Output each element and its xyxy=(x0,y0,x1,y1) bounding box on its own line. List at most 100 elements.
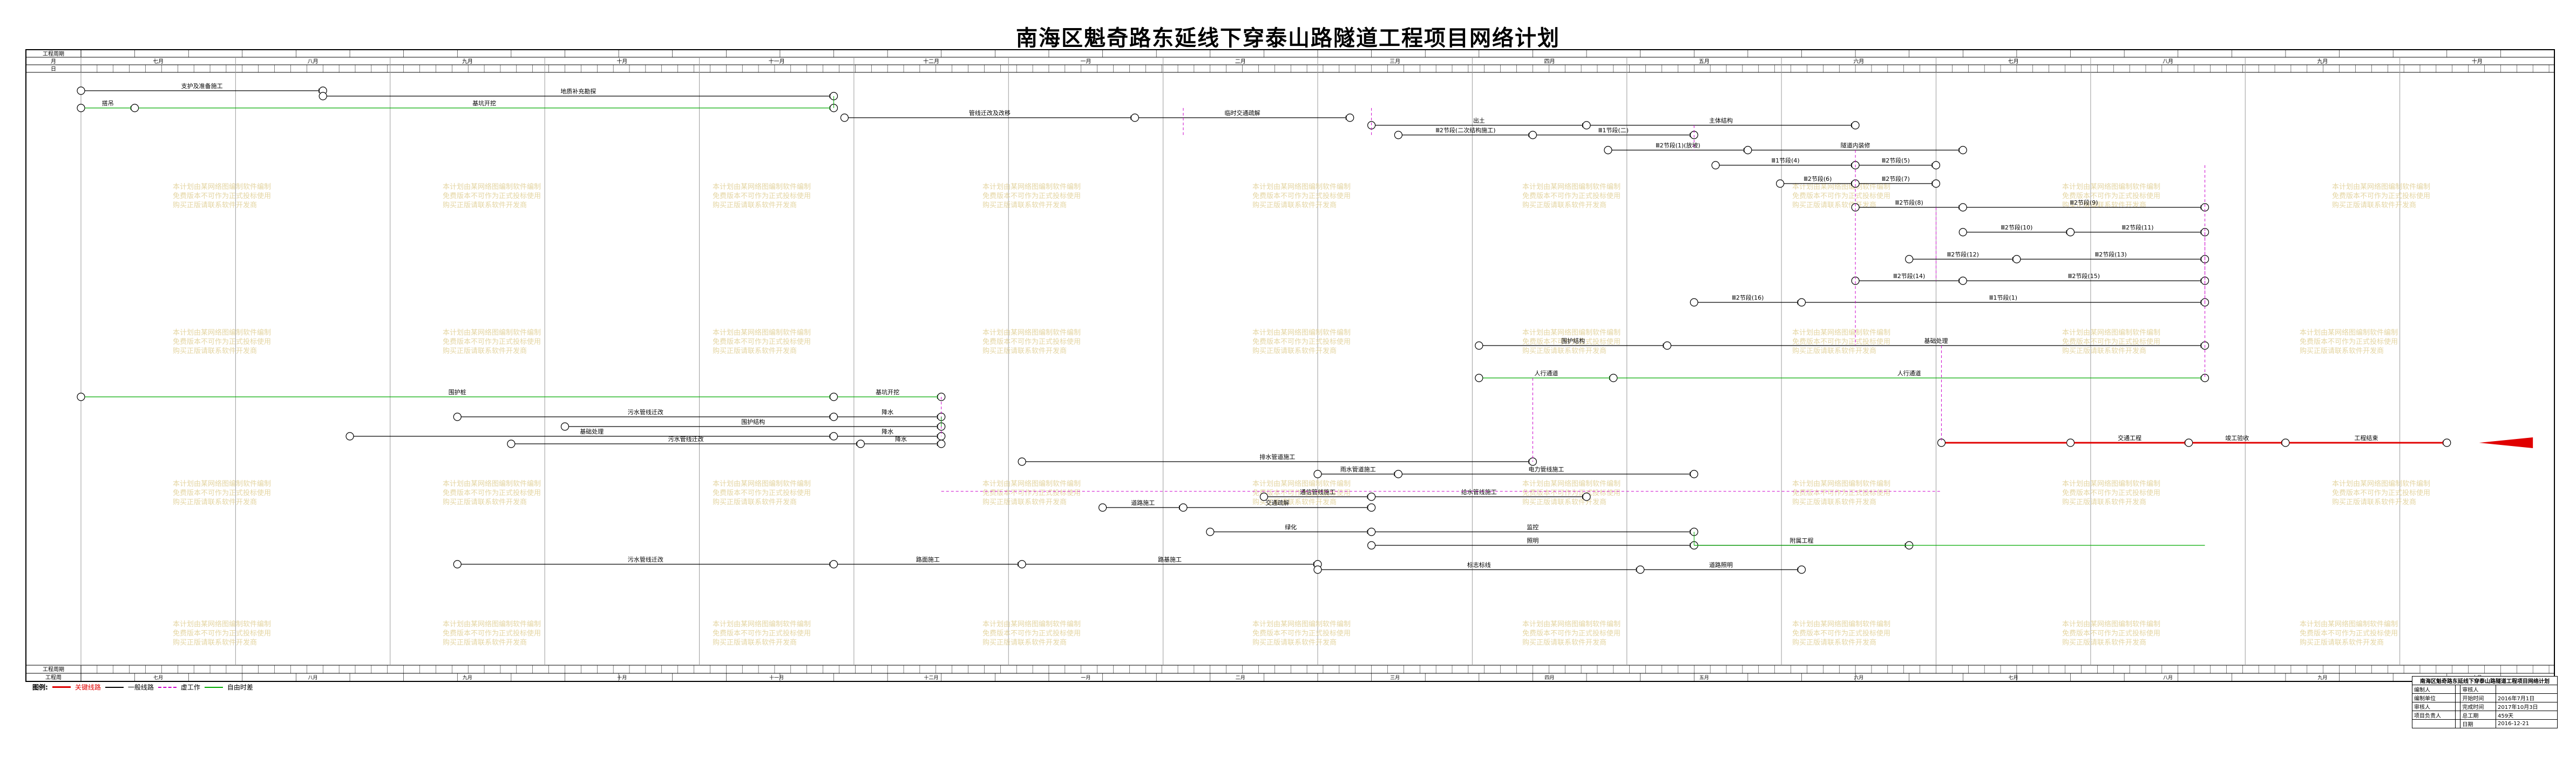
activity-label: 监控 xyxy=(1527,523,1538,531)
network-node xyxy=(2185,438,2193,447)
network-node xyxy=(1711,161,1720,170)
activity-label: 附属工程 xyxy=(1789,537,1813,544)
header-row-label: 日 xyxy=(51,66,56,72)
info-cell: 2016年7月1日 xyxy=(2496,693,2558,702)
watermark-text: 购买正版请联系软件开发商 xyxy=(982,347,1067,355)
watermark-text: 免费版本不可作为正式投标使用 xyxy=(443,489,541,497)
activity-label: Ⅲ2节段(二次结构施工) xyxy=(1435,126,1495,134)
month-label: 四月 xyxy=(1544,58,1555,65)
watermark-text: 本计划由某网络图编制软件编制 xyxy=(173,183,271,191)
network-node xyxy=(2012,255,2021,263)
title-block-table: 南海区魁奇路东延线下穿泰山路隧道工程项目网络计划 编制人 审核人 编制单位 开始… xyxy=(2412,676,2558,728)
activity-label: 围护结构 xyxy=(741,418,765,425)
watermark-text: 免费版本不可作为正式投标使用 xyxy=(1252,192,1351,200)
watermark-text: 本计划由某网络图编制软件编制 xyxy=(982,328,1081,337)
activity-label: Ⅲ2节段(16) xyxy=(1732,294,1764,301)
watermark-text: 本计划由某网络图编制软件编制 xyxy=(2332,479,2430,488)
watermark-text: 购买正版请联系软件开发商 xyxy=(173,347,257,355)
watermark-text: 购买正版请联系软件开发商 xyxy=(1522,347,1606,355)
activity-label: 污水管线迁改 xyxy=(628,556,663,563)
legend-dummy-label: 虚工作 xyxy=(180,684,200,691)
watermark-text: 本计划由某网络图编制软件编制 xyxy=(713,620,811,628)
network-node xyxy=(2066,438,2075,447)
info-cell: 项目负责人 xyxy=(2412,711,2456,720)
footer-row-label: 工程周期 xyxy=(43,666,64,673)
info-cell: 审核人 xyxy=(2460,685,2497,694)
watermark-text: 本计划由某网络图编制软件编制 xyxy=(2300,620,2398,628)
activity-label: Ⅲ2节段(9) xyxy=(2070,199,2098,206)
info-cell: 编制人 xyxy=(2412,685,2456,694)
info-cell xyxy=(2455,702,2461,711)
activity-label: 给水管线施工 xyxy=(1461,488,1497,496)
network-node xyxy=(1582,121,1591,130)
network-node xyxy=(2443,438,2451,447)
footer-month-label: 九月 xyxy=(2317,675,2327,681)
network-node xyxy=(829,560,838,569)
activity-label: 污水管线迁改 xyxy=(628,408,663,416)
watermark-text: 本计划由某网络图编制软件编制 xyxy=(1792,328,1890,337)
network-node xyxy=(560,422,570,431)
info-cell: 开始时间 xyxy=(2460,693,2497,702)
activity-label: 围护桩 xyxy=(449,388,466,396)
activity-label: 路基施工 xyxy=(1158,556,1182,563)
activity-label: 围护结构 xyxy=(1561,337,1585,344)
network-node xyxy=(345,432,354,441)
watermark-text: 本计划由某网络图编制软件编制 xyxy=(1792,183,1890,191)
month-label: 二月 xyxy=(1235,58,1246,65)
network-node xyxy=(1958,146,1967,154)
network-node xyxy=(840,113,849,122)
footer-month-label: 七月 xyxy=(2009,675,2018,681)
watermark-text: 免费版本不可作为正式投标使用 xyxy=(173,337,271,346)
info-cell: 459天 xyxy=(2496,711,2558,720)
watermark-text: 本计划由某网络图编制软件编制 xyxy=(1522,328,1621,337)
activity-label: 出土 xyxy=(1473,117,1485,124)
activity-label: 绿化 xyxy=(1285,523,1297,531)
activity-label: 降水 xyxy=(895,435,907,443)
watermark-text: 本计划由某网络图编制软件编制 xyxy=(2062,479,2160,488)
network-node xyxy=(1582,492,1591,501)
activity-label: Ⅲ2节段(5) xyxy=(1882,157,1910,164)
activity-label: 排水管道施工 xyxy=(1259,453,1295,461)
activity-label: Ⅲ2节段(14) xyxy=(1893,272,1925,280)
activity-label: Ⅲ1节段(4) xyxy=(1772,157,1800,164)
network-node xyxy=(1475,374,1483,382)
activity-label: 工程结束 xyxy=(2354,435,2378,442)
watermark-text: 免费版本不可作为正式投标使用 xyxy=(713,337,811,346)
watermark-text: 免费版本不可作为正式投标使用 xyxy=(2332,192,2430,200)
activity-label: 交通工程 xyxy=(2118,434,2141,442)
watermark-text: 本计划由某网络图编制软件编制 xyxy=(982,479,1081,488)
watermark-text: 购买正版请联系软件开发商 xyxy=(443,201,527,209)
watermark-text: 购买正版请联系软件开发商 xyxy=(443,498,527,506)
watermark-text: 购买正版请联系软件开发商 xyxy=(1522,638,1606,647)
watermark-text: 购买正版请联系软件开发商 xyxy=(1522,201,1606,209)
network-node xyxy=(507,440,516,448)
network-node xyxy=(1797,565,1806,574)
watermark-text: 购买正版请联系软件开发商 xyxy=(713,498,797,506)
watermark-text: 免费版本不可作为正式投标使用 xyxy=(1792,629,1890,638)
footer-month-label: 九月 xyxy=(463,675,472,681)
activity-label: Ⅲ2节段(7) xyxy=(1882,175,1910,183)
watermark-text: 免费版本不可作为正式投标使用 xyxy=(1252,337,1351,346)
watermark-text: 免费版本不可作为正式投标使用 xyxy=(173,192,271,200)
activity-label: Ⅲ1节段(二) xyxy=(1598,126,1629,134)
network-node xyxy=(1905,255,1914,263)
network-node xyxy=(829,432,838,441)
network-node xyxy=(1690,470,1698,478)
watermark-text: 免费版本不可作为正式投标使用 xyxy=(1792,337,1890,346)
footer-month-label: 四月 xyxy=(1545,675,1555,681)
network-node xyxy=(1690,298,1698,307)
month-label: 六月 xyxy=(1853,58,1864,65)
network-node xyxy=(856,440,865,448)
network-node xyxy=(1179,503,1188,512)
network-node xyxy=(1851,121,1860,130)
activity-label: Ⅲ2节段(10) xyxy=(2001,224,2032,231)
watermark-text: 购买正版请联系软件开发商 xyxy=(1252,201,1337,209)
activity-label: 基坑开挖 xyxy=(472,99,496,107)
info-cell: 完成时间 xyxy=(2460,702,2497,711)
activity-label: Ⅲ2节段(13) xyxy=(2095,251,2127,258)
activity-label: Ⅲ2节段(12) xyxy=(1947,251,1979,258)
month-label: 一月 xyxy=(1080,58,1091,65)
watermark-text: 购买正版请联系软件开发商 xyxy=(1522,498,1606,506)
month-label: 九月 xyxy=(462,58,473,65)
